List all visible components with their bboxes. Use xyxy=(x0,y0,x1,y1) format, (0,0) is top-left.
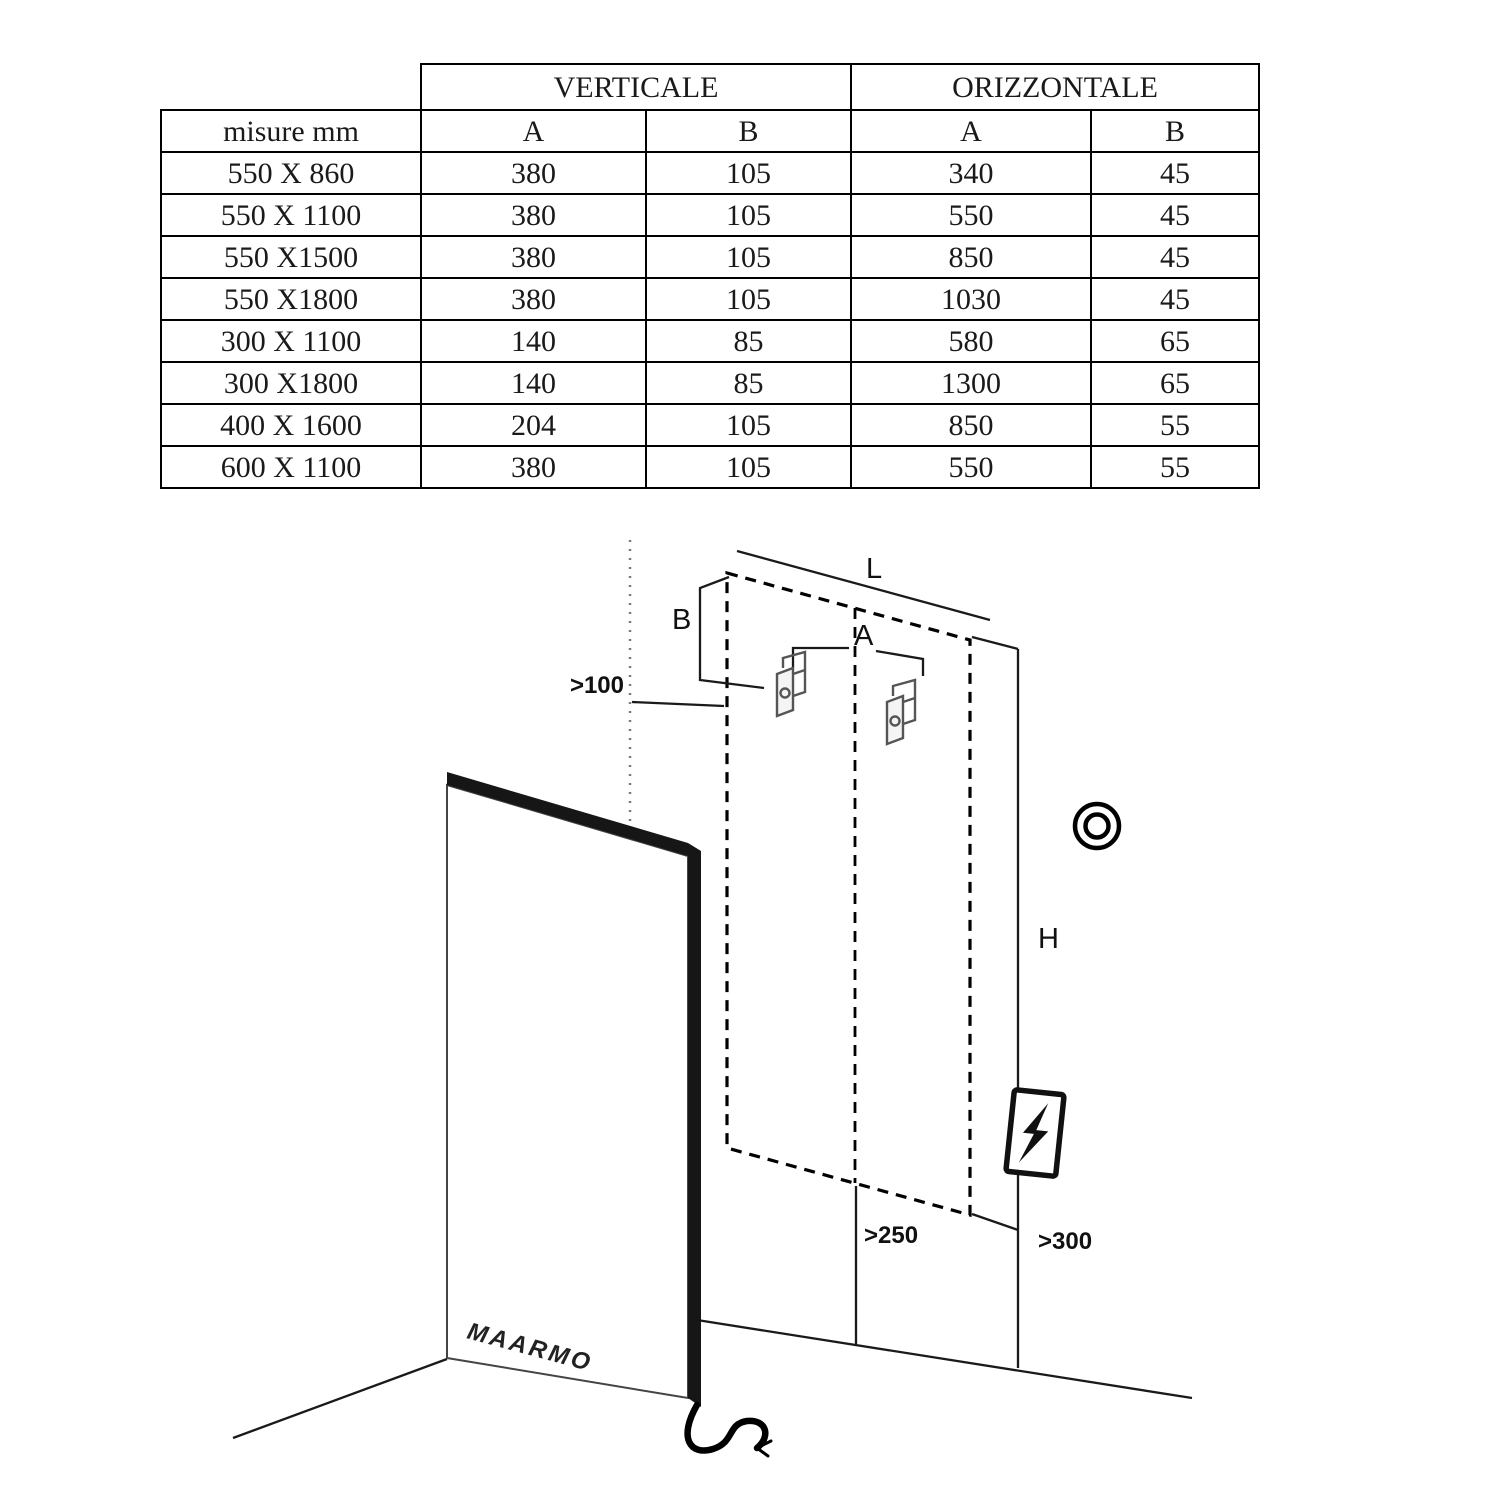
table-group-header-row: VERTICALE ORIZZONTALE xyxy=(161,63,1261,111)
table-cell: 105 xyxy=(645,193,852,237)
table-cell: 1300 xyxy=(850,361,1092,405)
table-cell: 300 X1800 xyxy=(160,361,422,405)
table-cell: 85 xyxy=(645,361,852,405)
table-cell: 400 X 1600 xyxy=(160,403,422,447)
panel-mount-outline-dashed xyxy=(725,570,972,1218)
col-header-vert-a: A xyxy=(420,109,647,153)
table-cell: 380 xyxy=(420,277,647,321)
dim-line-L xyxy=(736,549,991,622)
table-row: 300 X1800 140 85 1300 65 xyxy=(160,361,1261,405)
mounting-bracket-icon xyxy=(775,650,807,718)
min-bottom-clearance-label: >250 xyxy=(864,1222,918,1249)
col-header-misure: misure mm xyxy=(160,109,422,153)
col-header-oriz-b: B xyxy=(1089,109,1261,153)
table-cell: 850 xyxy=(850,403,1092,447)
table-row: 550 X1500 380 105 850 45 xyxy=(160,235,1261,279)
table-cell: 105 xyxy=(645,235,852,279)
bracket-edge xyxy=(792,668,806,676)
table-header-row: misure mm A B A B xyxy=(160,109,1261,153)
table-cell: 1030 xyxy=(850,277,1092,321)
table-cell: 105 xyxy=(645,277,852,321)
dim-H-bottom-connector xyxy=(971,1212,1019,1232)
table-cell: 380 xyxy=(420,445,647,489)
dim-line-A-right xyxy=(875,649,925,676)
table-cell: 105 xyxy=(645,445,852,489)
socket-outer-ring xyxy=(1072,801,1122,851)
min-top-clearance-label: >100 xyxy=(570,672,624,699)
floor-line-right xyxy=(696,1318,1193,1400)
socket-inner-ring xyxy=(1083,812,1111,840)
table-row: 400 X 1600 204 105 850 55 xyxy=(160,403,1261,447)
col-header-vert-b: B xyxy=(645,109,852,153)
wall-socket-ring-icon xyxy=(1072,801,1122,851)
table-cell: 550 xyxy=(850,193,1092,237)
lightning-bolt-icon xyxy=(1018,1103,1049,1163)
label-L: L xyxy=(866,553,882,585)
table-cell: 550 X 1100 xyxy=(160,193,422,237)
table-row: 550 X1800 380 105 1030 45 xyxy=(160,277,1261,321)
table-cell: 600 X 1100 xyxy=(160,445,422,489)
table-cell: 65 xyxy=(1089,361,1261,405)
table-cell: 140 xyxy=(420,361,647,405)
table-cell: 550 X 860 xyxy=(160,151,422,195)
power-cord xyxy=(684,1401,773,1458)
label-B: B xyxy=(672,604,691,636)
panel-side-edge xyxy=(688,843,701,1407)
cord-wire xyxy=(684,1401,769,1454)
table-cell: 340 xyxy=(850,151,1092,195)
table-cell: 65 xyxy=(1089,319,1261,363)
table-cell: 550 xyxy=(850,445,1092,489)
table-cell: 580 xyxy=(850,319,1092,363)
measurements-table: VERTICALE ORIZZONTALE misure mm A B A B … xyxy=(160,63,1261,489)
table-cell: 550 X1800 xyxy=(160,277,422,321)
table-row: 550 X 860 380 105 340 45 xyxy=(160,151,1261,195)
panel-front-face xyxy=(446,783,689,1400)
table-cell: 380 xyxy=(420,151,647,195)
table-row: 550 X 1100 380 105 550 45 xyxy=(160,193,1261,237)
dim-line-A-left xyxy=(791,646,849,668)
min-top-clearance-line xyxy=(631,700,725,708)
table-cell: 45 xyxy=(1089,151,1261,195)
bracket-screw xyxy=(779,687,791,699)
table-cell: 85 xyxy=(645,319,852,363)
dim-H-top-connector xyxy=(971,635,1019,651)
power-outlet-icon xyxy=(1003,1087,1067,1179)
table-cell: 45 xyxy=(1089,277,1261,321)
col-header-oriz-a: A xyxy=(850,109,1092,153)
col-group-orizzontale: ORIZZONTALE xyxy=(849,63,1261,111)
table-cell: 300 X 1100 xyxy=(160,319,422,363)
panel-top-edge xyxy=(447,772,688,856)
table-row: 300 X 1100 140 85 580 65 xyxy=(160,319,1261,363)
cord-plug-end xyxy=(755,1439,773,1458)
bracket-plate xyxy=(775,666,795,718)
table-cell: 45 xyxy=(1089,193,1261,237)
label-A: A xyxy=(854,620,874,652)
table-cell: 380 xyxy=(420,193,647,237)
bracket-hook xyxy=(781,650,807,698)
label-H: H xyxy=(1038,923,1059,955)
table-cell: 105 xyxy=(645,403,852,447)
mounting-bracket-icon xyxy=(885,678,917,746)
floor-line-left xyxy=(232,1357,448,1440)
table-cell: 55 xyxy=(1089,403,1261,447)
table-row: 600 X 1100 380 105 550 55 xyxy=(160,445,1261,489)
bracket-hook xyxy=(891,678,917,726)
table-cell: 55 xyxy=(1089,445,1261,489)
dim-line-B xyxy=(698,575,765,690)
table-cell: 45 xyxy=(1089,235,1261,279)
bracket-plate xyxy=(885,694,905,746)
bracket-screw xyxy=(889,715,901,727)
table-cell: 105 xyxy=(645,151,852,195)
col-group-verticale: VERTICALE xyxy=(420,63,852,111)
table-cell: 380 xyxy=(420,235,647,279)
heating-panel: MAARMO xyxy=(446,772,701,1407)
table-cell: 140 xyxy=(420,319,647,363)
bracket-edge xyxy=(902,696,916,704)
min-outlet-clearance-label: >300 xyxy=(1038,1228,1092,1255)
table-cell: 204 xyxy=(420,403,647,447)
table-cell: 850 xyxy=(850,235,1092,279)
table-cell: 550 X1500 xyxy=(160,235,422,279)
